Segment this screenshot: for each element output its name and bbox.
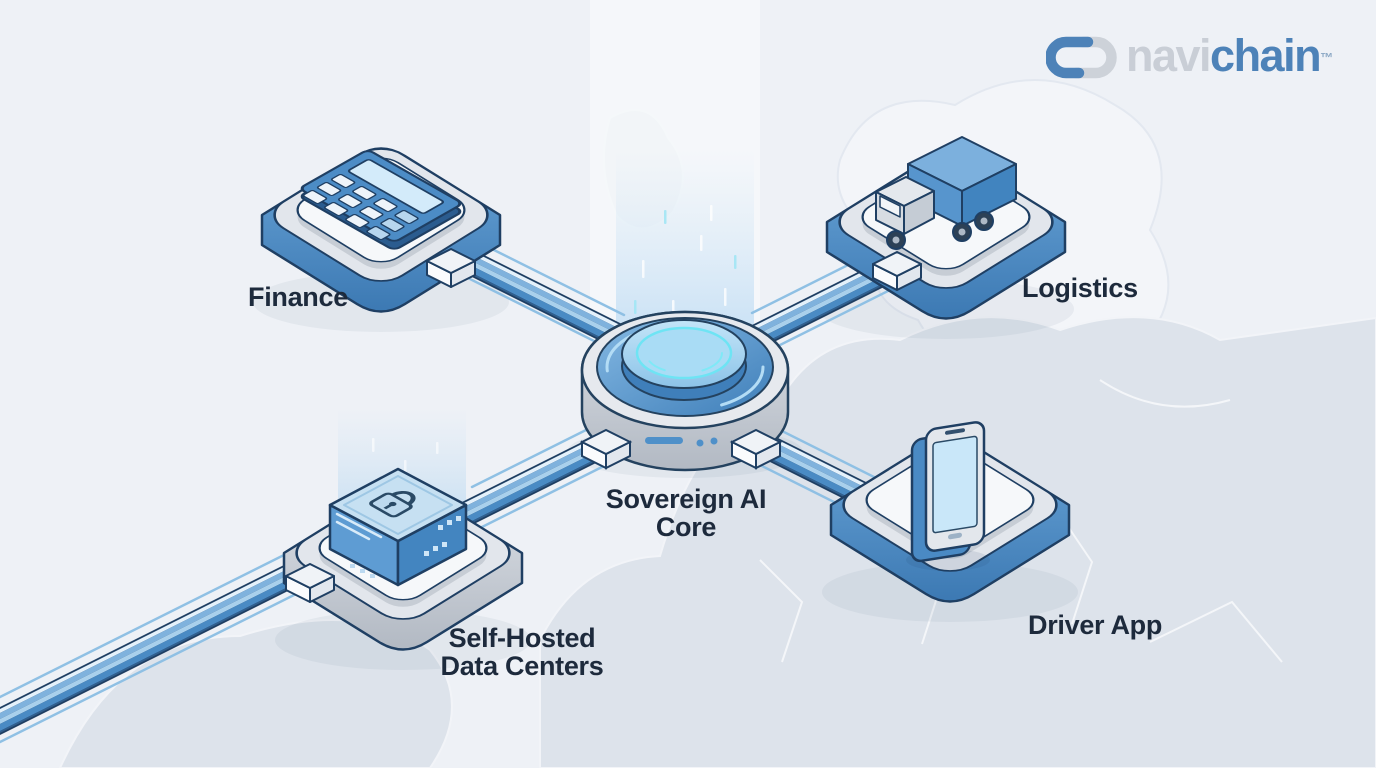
datacenters-platform [282, 467, 524, 651]
datacenters-label-line1: Self-Hosted [448, 623, 596, 653]
finance-pipe-collar [426, 248, 476, 288]
sovereign-ai-core [579, 310, 790, 472]
smartphone-icon [910, 421, 986, 563]
logistics-label: Logistics [1022, 273, 1138, 303]
logistics-pipe-collar [872, 251, 922, 291]
core-label-line1: Sovereign AI [605, 484, 767, 514]
padlock-icon [369, 491, 416, 518]
brand-wordmark-blue: chain [1210, 30, 1322, 81]
finance-platform [260, 147, 502, 313]
brand-wordmark-gray: navi [1126, 30, 1212, 81]
datacenters-label: Self-Hosted Data Centers [437, 624, 607, 680]
core-label-line2: Core [655, 512, 717, 542]
driverapp-platform [829, 421, 1071, 603]
pipe-finance-core [442, 227, 640, 363]
driverapp-label: Driver App [1028, 610, 1163, 640]
lock-server-icon [328, 467, 468, 587]
logistics-platform [825, 136, 1067, 320]
core-status-lights [645, 437, 718, 447]
datacenters-pipe-collar [285, 563, 335, 603]
calculator-icon [300, 150, 462, 250]
truck-icon [875, 136, 1017, 250]
trademark-symbol: ™ [1320, 50, 1334, 65]
core-label: Sovereign AI Core [598, 485, 774, 541]
core-light-beam [590, 0, 760, 358]
finance-label: Finance [248, 282, 348, 312]
datacenters-label-line2: Data Centers [440, 651, 604, 681]
chain-links-icon [1046, 36, 1117, 79]
core-left-pipe-collar [579, 428, 633, 470]
core-right-pipe-collar [729, 428, 783, 470]
pipe-datacenters-exit [0, 547, 310, 744]
